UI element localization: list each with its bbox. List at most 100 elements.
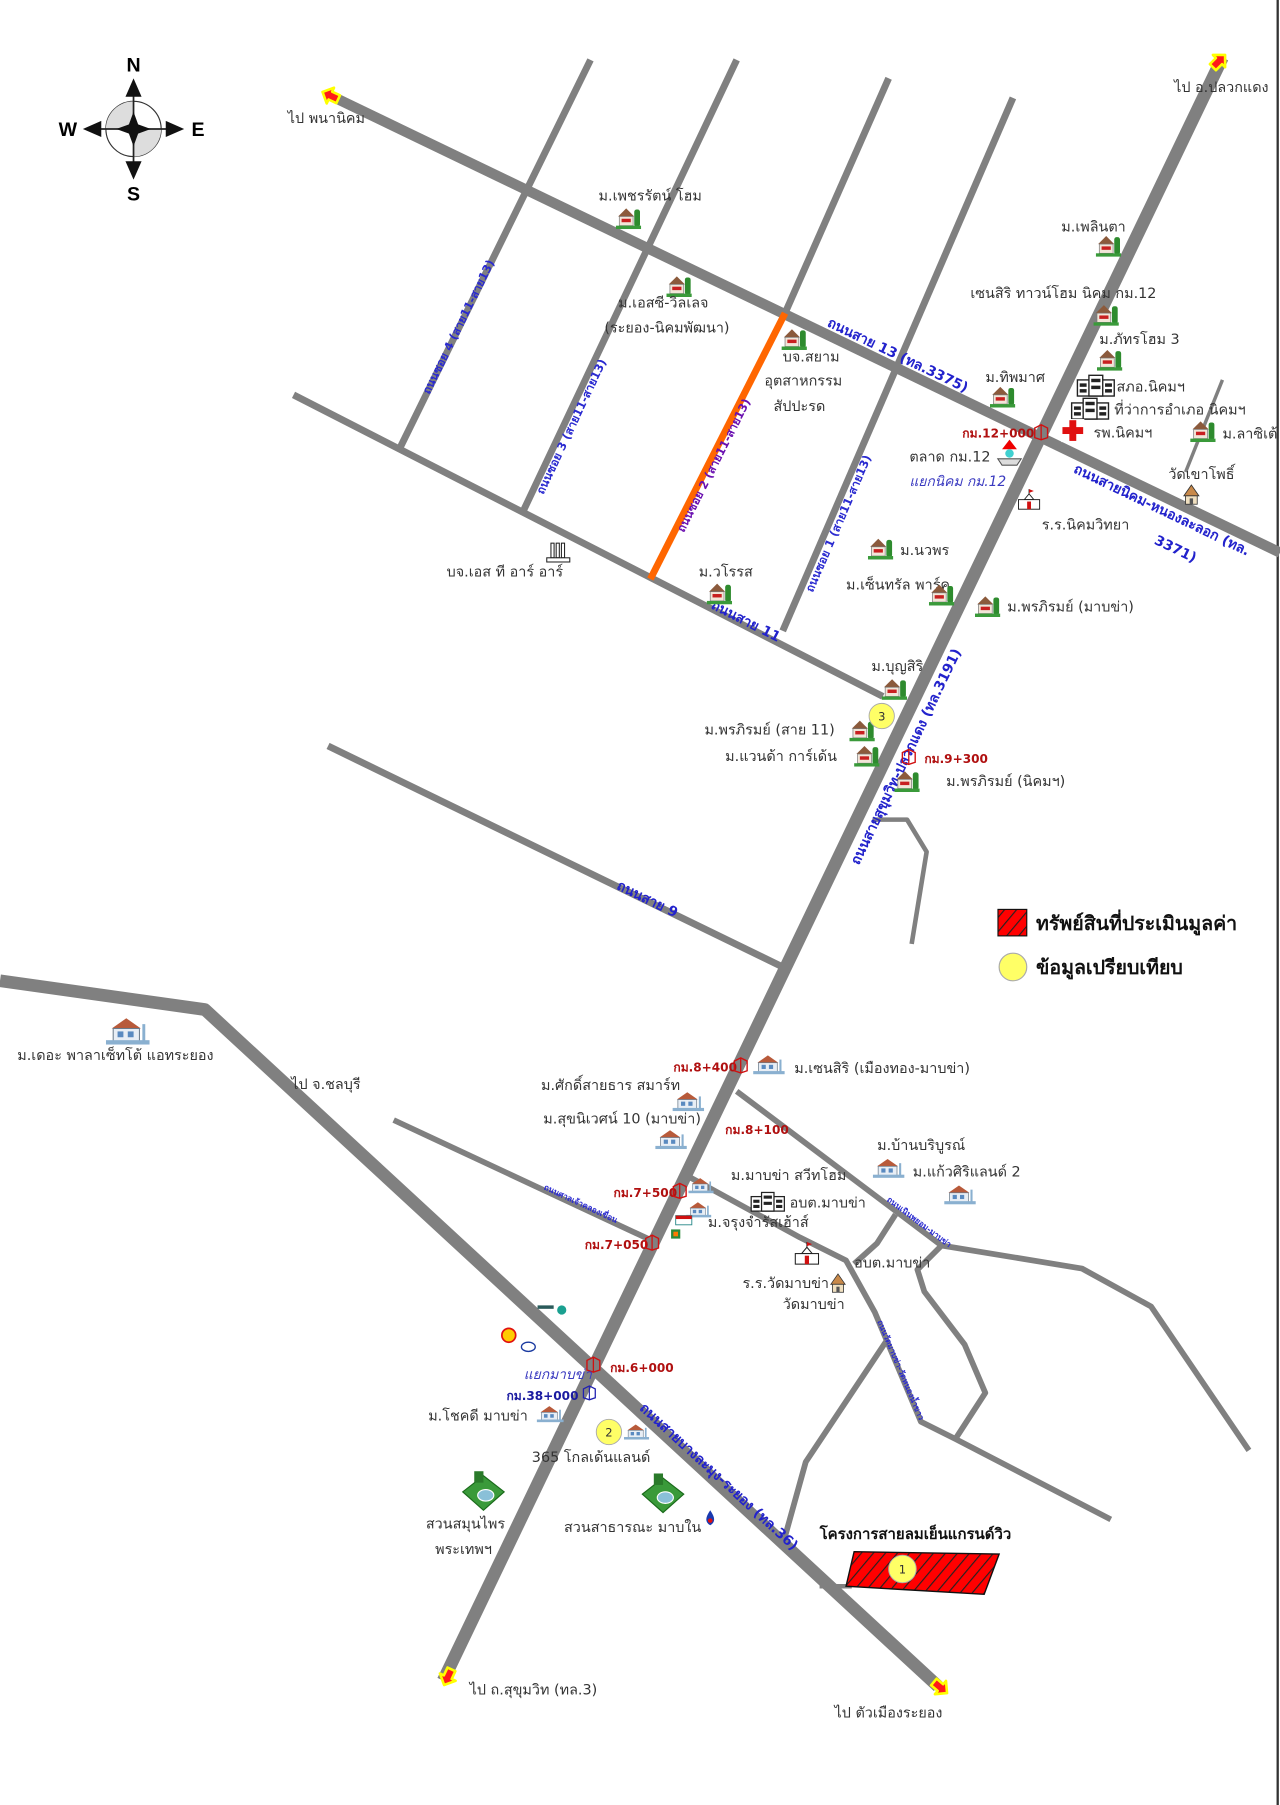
place-label: รพ.นิคมฯ bbox=[1094, 425, 1153, 441]
soi-1 bbox=[779, 96, 1017, 633]
place-label: สวนสาธารณะ มาบใน bbox=[564, 1519, 701, 1536]
comparable-marker[interactable] bbox=[595, 1418, 623, 1446]
direction-arrows: ไป พนานิคม ไป อ.ปลวกแดง ไป จ.ชลบุรี ไป ถ… bbox=[287, 47, 1269, 1721]
place-label: บจ.เอส ที อาร์ อาร์ bbox=[447, 564, 564, 581]
road-11 bbox=[291, 391, 885, 700]
place-label: ม.เพลินตา bbox=[1061, 219, 1125, 235]
intersection-label: แยกนิคม กม.12 bbox=[909, 474, 1006, 490]
compass-north: N bbox=[126, 54, 140, 76]
road-southwest bbox=[779, 1339, 889, 1546]
place-label: ม.เอสซี-วิลเลจ bbox=[618, 294, 708, 311]
km-marker-label: กม.7+500 bbox=[614, 1186, 678, 1200]
place-label: อบต.มาบข่า bbox=[790, 1196, 866, 1212]
shell-icon bbox=[501, 1327, 517, 1344]
places-south: ม.เดอะ พาลาเซ็ทโต้ แอทระยอง กม.8+400 ม.เ… bbox=[17, 1017, 1021, 1558]
hospital-icon bbox=[1061, 419, 1085, 443]
place-label: 365 โกลเด้นแลนด์ bbox=[532, 1448, 651, 1466]
road-13 bbox=[325, 89, 1280, 558]
road-nern-payom bbox=[734, 1088, 1252, 1453]
soi-4 bbox=[397, 58, 594, 449]
road-local-west bbox=[392, 1117, 654, 1244]
direction-rayong-city: ไป ตัวเมืองระยอง bbox=[834, 1704, 943, 1721]
project-name: โครงการสายลมเย็นแกรนด์วิว bbox=[819, 1524, 1012, 1543]
place-label: (ระยอง-นิคมพัฒนา) bbox=[604, 321, 729, 337]
esso-icon bbox=[520, 1341, 536, 1353]
place-label: ม.เซ็นทรัล พาร์ค bbox=[846, 574, 950, 593]
place-label: ม.ภัทรโฮม 3 bbox=[1099, 330, 1179, 348]
direction-pluak-daeng: ไป อ.ปลวกแดง bbox=[1173, 79, 1268, 96]
km-marker-label: กม.8+400 bbox=[673, 1061, 737, 1075]
comparable-2[interactable]: 2 bbox=[595, 1418, 623, 1446]
ptt-station-icon bbox=[706, 1510, 715, 1526]
places-north: ม.เพชรรัตน์ โฮม ม.เอสซี-วิลเลจ (ระยอง-นิ… bbox=[599, 186, 1278, 533]
comparable-marker[interactable] bbox=[888, 1554, 917, 1584]
place-label: ม.ทิพมาศ bbox=[985, 370, 1045, 386]
place-label: เซนสิริ ทาวน์โฮม นิคม กม.12 bbox=[970, 284, 1156, 302]
comparable-number: 1 bbox=[899, 1563, 906, 1577]
place-label: อุตสาหกรรม bbox=[764, 374, 842, 390]
place-label: ม.พรภิรมย์ (มาบข่า) bbox=[1007, 598, 1134, 615]
compass-east: E bbox=[191, 119, 204, 141]
subject-property-parcel[interactable] bbox=[845, 1551, 1001, 1596]
place-label: ร.ร.นิคมวิทยา bbox=[1042, 518, 1130, 534]
place-label: ม.โชคดี มาบข่า bbox=[428, 1406, 528, 1424]
compass-rose: N S W E bbox=[59, 54, 205, 205]
km-marker-label: กม.9+300 bbox=[924, 752, 988, 766]
place-label: ม.แก้วศิริแลนด์ 2 bbox=[913, 1163, 1021, 1180]
place-label: ม.บ้านบริบูรณ์ bbox=[877, 1137, 965, 1154]
place-label: ตลาด กม.12 bbox=[909, 450, 990, 466]
km-marker-label: กม.12+000 bbox=[962, 426, 1034, 440]
km-marker-label: กม.38+000 bbox=[506, 1389, 578, 1403]
places-middle: บจ.เอส ที อาร์ อาร์ ม.วโรรส ม.นวพร ม.เซ็… bbox=[447, 538, 1134, 792]
direction-sukhumvit: ไป ถ.สุขุมวิท (ทล.3) bbox=[469, 1681, 598, 1698]
km-marker-label: กม.8+100 bbox=[725, 1123, 789, 1137]
road-3191 bbox=[437, 54, 1229, 1684]
comparable-number: 2 bbox=[605, 1426, 612, 1440]
place-label: วัดเขาโพธิ์ bbox=[1168, 463, 1236, 483]
road-connector bbox=[852, 1212, 898, 1267]
comparable-3[interactable]: 3 bbox=[868, 702, 895, 730]
place-label: อบต.มาบข่า bbox=[854, 1255, 930, 1271]
soi-2-highlight bbox=[647, 311, 789, 581]
road-9 bbox=[326, 742, 785, 971]
place-label: ม.วโรรส bbox=[699, 563, 753, 581]
place-label: ม.เดอะ พาลาเซ็ทโต้ แอทระยอง bbox=[17, 1045, 213, 1064]
place-label: ม.สุขนิเวศน์ 10 (มาบข่า) bbox=[543, 1111, 701, 1128]
place-label: สวนสมุนไพร bbox=[426, 1516, 505, 1533]
place-label: ม.พรภิรมย์ (สาย 11) bbox=[704, 721, 834, 738]
road-local-north bbox=[872, 817, 929, 945]
place-label: ม.นวพร bbox=[900, 543, 949, 559]
road-loop bbox=[914, 1243, 989, 1441]
legend-subject-swatch bbox=[997, 908, 1028, 937]
place-label: ม.เซนสิริ (เมืองทอง-มาบข่า) bbox=[794, 1060, 970, 1077]
compass-south: S bbox=[127, 183, 140, 205]
place-label: สัปปะรด bbox=[774, 399, 826, 415]
soi-2-upper bbox=[781, 76, 892, 315]
direction-chonburi: ไป จ.ชลบุรี bbox=[290, 1076, 361, 1093]
legend: ทรัพย์สินที่ประเมินมูลค่า ข้อมูลเปรียบเท… bbox=[997, 908, 1237, 982]
place-label: ม.เพชรรัตน์ โฮม bbox=[599, 186, 702, 204]
legend-comparable-label: ข้อมูลเปรียบเทียบ bbox=[1036, 956, 1183, 981]
place-label: ร.ร.วัดมาบข่า bbox=[742, 1276, 829, 1292]
legend-comparable-swatch bbox=[998, 952, 1028, 982]
tesco-lotus-icon bbox=[675, 1215, 693, 1226]
place-label: ม.พรภิรมย์ (นิคมฯ) bbox=[946, 773, 1065, 790]
place-label: ม.ศักดิ์สายธาร สมาร์ท bbox=[541, 1074, 680, 1094]
place-label: พระเทพฯ bbox=[435, 1542, 492, 1558]
place-label: สภอ.นิคมฯ bbox=[1117, 379, 1185, 395]
subject-property[interactable]: โครงการสายลมเย็นแกรนด์วิว 1 bbox=[819, 1524, 1012, 1596]
place-label: ม.แวนด้า การ์เด้น bbox=[725, 748, 837, 765]
comparable-marker[interactable] bbox=[868, 702, 895, 730]
soi-3 bbox=[520, 58, 740, 512]
place-label: ม.บุญสิริ bbox=[871, 659, 923, 675]
direction-phanthong: ไป พนานิคม bbox=[287, 110, 365, 127]
place-label: วัดมาบข่า bbox=[783, 1297, 845, 1313]
place-label: ม.มาบข่า สวีทโฮม bbox=[731, 1166, 846, 1184]
legend-subject-label: ทรัพย์สินที่ประเมินมูลค่า bbox=[1036, 909, 1237, 937]
intersection-label: แยกมาบข่า bbox=[524, 1367, 593, 1383]
km-marker-label: กม.6+000 bbox=[610, 1361, 674, 1375]
km-marker-label: กม.7+050 bbox=[585, 1238, 649, 1252]
petronas-icon bbox=[537, 1305, 567, 1315]
place-label: ม.ลาซิเต้ bbox=[1222, 427, 1277, 443]
